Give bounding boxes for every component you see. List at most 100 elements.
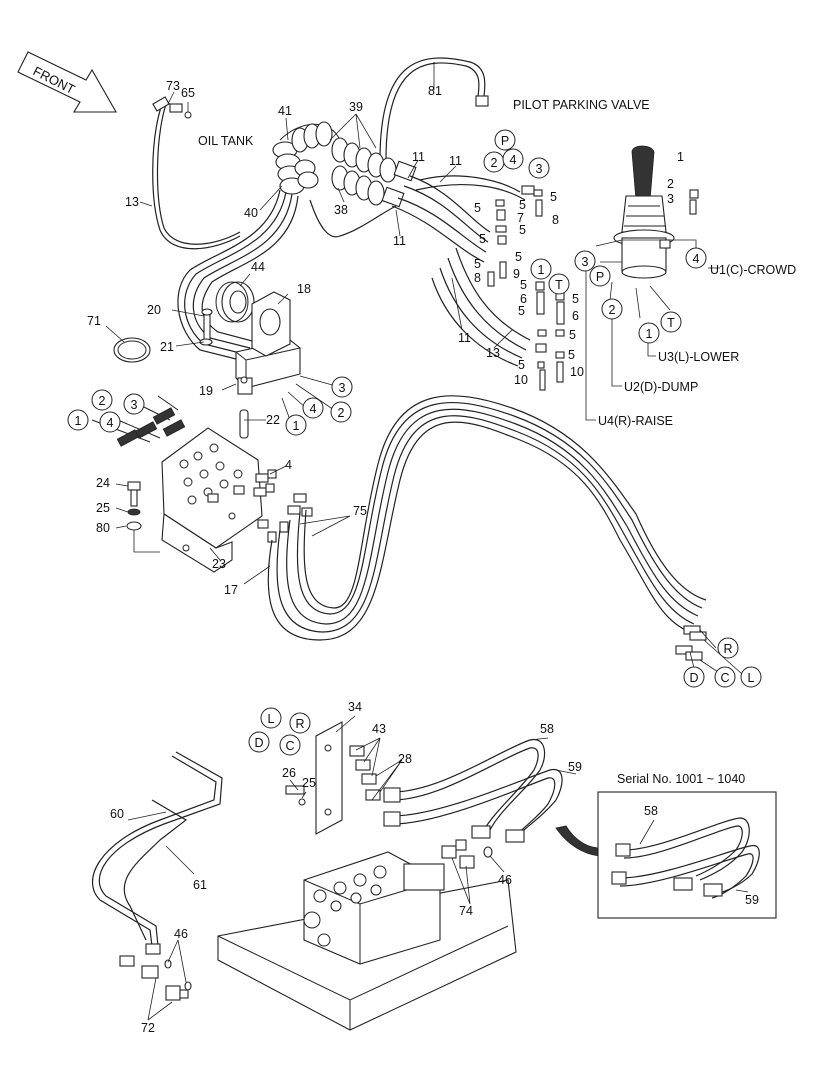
marker-R-right: R: [723, 642, 732, 656]
part-44: 44: [251, 260, 265, 274]
part-2-joy: 2: [667, 177, 674, 191]
marker-T-joy: T: [667, 316, 675, 330]
part-11-b: 11: [449, 154, 462, 168]
marker-1-joy: 1: [646, 327, 653, 341]
marker-L-right: L: [748, 671, 755, 685]
part-26: 26: [282, 766, 296, 780]
part-5-d: 5: [479, 232, 486, 246]
part-5-g: 5: [550, 190, 557, 204]
port-leaders: [585, 267, 720, 421]
marker-D-lower: D: [254, 736, 263, 750]
part-3-joy: 3: [667, 192, 674, 206]
part-17: 17: [224, 583, 238, 597]
part-5-m: 5: [518, 358, 525, 372]
sleeve-38-39: [331, 137, 417, 208]
port-u1-label: U1(C)-CROWD: [710, 263, 796, 277]
part-60: 60: [110, 807, 124, 821]
marker-4-left: 4: [107, 416, 114, 430]
part-65: 65: [181, 86, 195, 100]
marker-4-block: 4: [310, 402, 317, 416]
hose-bundle-75: [267, 395, 707, 641]
marker-P-joy: P: [596, 270, 604, 284]
part-20: 20: [147, 303, 161, 317]
part-74: 74: [459, 904, 473, 918]
serial-note-label: Serial No. 1001 ~ 1040: [617, 772, 745, 786]
part-5-j: 5: [518, 304, 525, 318]
bracket-plate-34: [285, 721, 381, 835]
part-8-a: 8: [474, 271, 481, 285]
front-arrow: FRONT: [17, 51, 117, 113]
port-function-labels: U1(C)-CROWD U3(L)-LOWER U2(D)-DUMP U4(R)…: [598, 263, 796, 428]
part-5-l: 5: [568, 348, 575, 362]
joystick-assembly: [595, 145, 699, 319]
part-46-left: 46: [174, 927, 188, 941]
marker-3-left: 3: [131, 398, 138, 412]
part-22: 22: [266, 413, 280, 427]
part-10-a: 10: [570, 365, 584, 379]
part-13-mid: 13: [486, 346, 500, 360]
part-38: 38: [334, 203, 348, 217]
marker-3-block: 3: [339, 381, 346, 395]
marker-4-top: 4: [510, 153, 517, 167]
marker-2-block: 2: [338, 406, 345, 420]
marker-4-joy: 4: [693, 252, 700, 266]
part-21: 21: [160, 340, 174, 354]
part-numbers: 73 65 13 41 39 81 40 38 11 11 11 11 13 5…: [87, 79, 759, 1035]
part-25-left: 25: [96, 501, 110, 515]
manifold-block-19: [199, 308, 301, 439]
part-61: 61: [193, 878, 207, 892]
part-75: 75: [353, 504, 367, 518]
part-6-a: 6: [520, 292, 527, 306]
sleeve-bundle: [272, 121, 417, 208]
part-43: 43: [372, 722, 386, 736]
part-18: 18: [297, 282, 311, 296]
hose-bundle-11: [309, 175, 526, 263]
part-11-d: 11: [458, 331, 471, 345]
part-34: 34: [348, 700, 362, 714]
hose-81: [379, 57, 489, 161]
marker-C-lower: C: [285, 739, 294, 753]
clamp-71: [113, 337, 151, 363]
marker-R-lower: R: [295, 717, 304, 731]
marker-2-left: 2: [99, 394, 106, 408]
part-5-c: 5: [519, 223, 526, 237]
part-81: 81: [428, 84, 442, 98]
part-5-i: 5: [572, 292, 579, 306]
part-71: 71: [87, 314, 101, 328]
part-28: 28: [398, 752, 412, 766]
part-58: 58: [540, 722, 554, 736]
marker-2-joy: 2: [609, 303, 616, 317]
tubes-60-61: [91, 751, 223, 967]
port-u2-label: U2(D)-DUMP: [624, 380, 698, 394]
part-80: 80: [96, 521, 110, 535]
part-46-right: 46: [498, 873, 512, 887]
bracket-18: [251, 291, 291, 357]
part-59-inset: 59: [745, 893, 759, 907]
part-41: 41: [278, 104, 292, 118]
port-u4-label: U4(R)-RAISE: [598, 414, 673, 428]
fittings-4-plate: [207, 469, 313, 543]
part-13-left: 13: [125, 195, 139, 209]
fitting-stack-center: [487, 185, 565, 391]
part-5-h: 5: [520, 278, 527, 292]
part-72: 72: [141, 1021, 155, 1035]
part-5-b: 5: [519, 198, 526, 212]
pilot-parking-valve-label: PILOT PARKING VALVE: [513, 98, 650, 112]
part-1-joy: 1: [677, 150, 684, 164]
part-23: 23: [212, 557, 226, 571]
marker-1-mid: 1: [538, 263, 545, 277]
part-11-a: 11: [412, 150, 425, 164]
part-6-b: 6: [572, 309, 579, 323]
marker-3-joy: 3: [582, 255, 589, 269]
part-58-inset: 58: [644, 804, 658, 818]
part-25-lower: 25: [302, 776, 316, 790]
part-7: 7: [517, 211, 524, 225]
part-5-k: 5: [569, 328, 576, 342]
part-8-b: 8: [552, 213, 559, 227]
marker-1-block: 1: [293, 419, 300, 433]
part-19: 19: [199, 384, 213, 398]
part-59: 59: [568, 760, 582, 774]
part-5-a: 5: [474, 201, 481, 215]
marker-L-lower: L: [268, 712, 275, 726]
